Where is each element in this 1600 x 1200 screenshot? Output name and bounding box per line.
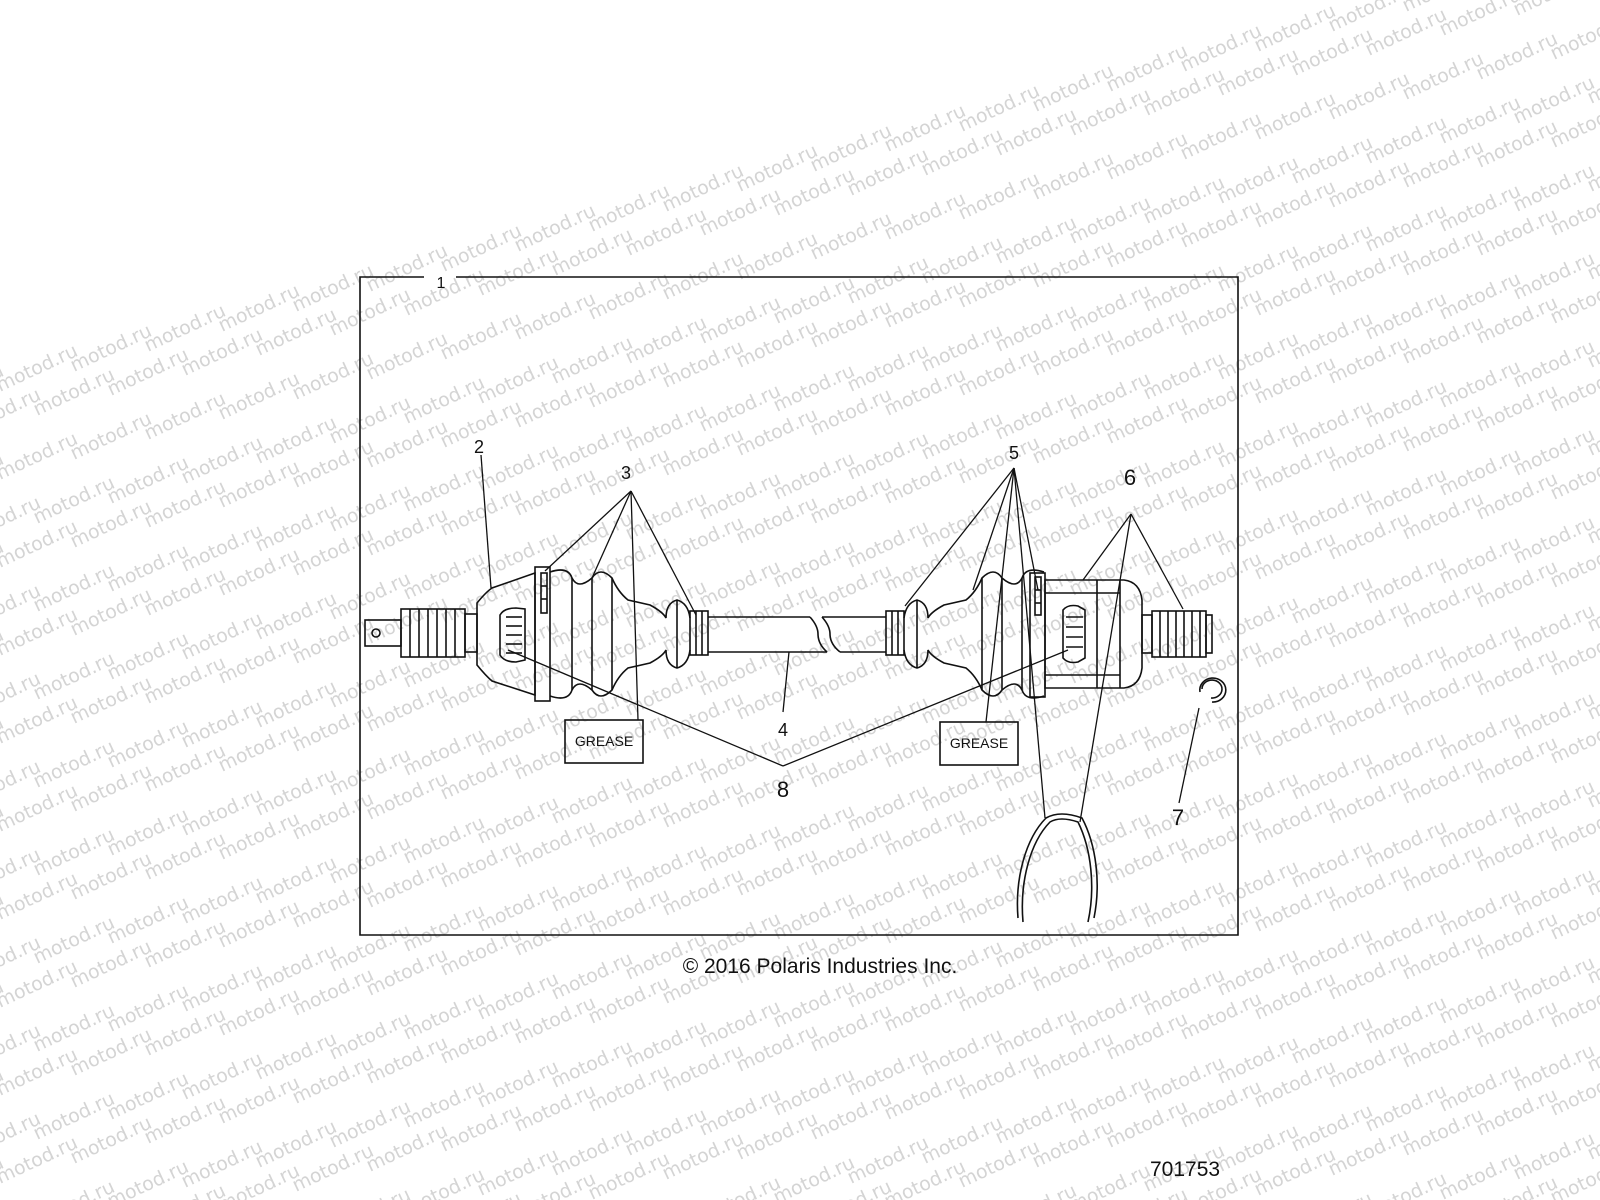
left-stub-shaft [364,608,478,658]
copyright-notice: © 2016 Polaris Industries Inc. [682,955,958,978]
callout-numbers: 2 3 4 5 6 7 8 [474,437,1184,830]
callout-7: 7 [1172,805,1184,830]
left-boot-clamp [534,566,551,702]
leader-lines [480,454,1200,823]
callout-8: 8 [777,777,789,802]
document-number: 701753 [1150,1158,1221,1181]
large-clamp-band [1016,813,1098,923]
grease-label-left: GREASE [575,733,633,749]
grease-label-right: GREASE [950,735,1008,751]
right-cv-boot [885,569,1045,699]
callout-5: 5 [1009,443,1019,463]
diagram-frame: 1 [359,275,1239,936]
callout-3: 3 [621,463,631,483]
outer-cv-housing [476,571,536,697]
grease-box-right: GREASE [939,721,1019,766]
left-cv-boot [549,569,709,699]
callout-6: 6 [1124,465,1136,490]
snap-ring [1199,677,1227,703]
right-stub-shaft [1141,610,1213,658]
inner-cv-housing [1044,579,1143,689]
center-axle-shaft [708,616,886,653]
callout-2: 2 [474,437,484,457]
grease-box-left: GREASE [564,719,644,764]
callout-4: 4 [778,720,788,740]
callout-1: 1 [437,275,446,292]
